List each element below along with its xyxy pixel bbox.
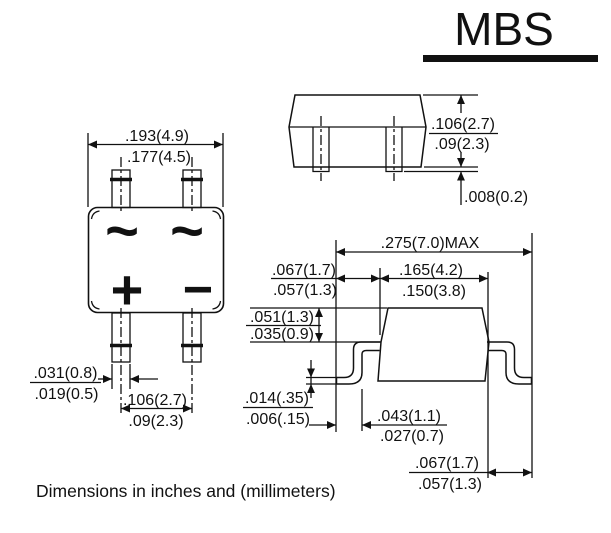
package-body-outline [377, 307, 490, 382]
dim-lead-width-min: .019(0.5) [34, 386, 98, 403]
dim-body-width-max: .193(4.9) [125, 128, 189, 145]
dim-lead-len-left-min: .057(1.3) [273, 282, 337, 299]
gullwing-lead-left [335, 341, 381, 385]
corner-mark [212, 300, 222, 310]
dim-cap-height-min: .035(0.9) [250, 326, 314, 343]
dim-body-width-min: .150(3.8) [402, 283, 466, 300]
dim-lead-len-left-max: .067(1.7) [272, 262, 336, 279]
dim-pitch-max: .106(2.7) [123, 392, 187, 409]
dim-lead-len-right-min: .057(1.3) [418, 476, 482, 493]
dim-lead-len-right-max: .067(1.7) [415, 455, 479, 472]
ac-symbol-left: ~ [105, 199, 139, 264]
dim-lead-thickness-max: .014(.35) [245, 390, 309, 407]
minus-symbol: − [183, 261, 213, 319]
dim-body-width-max: .165(4.2) [399, 262, 463, 279]
dim-lead-width-max: .031(0.8) [33, 365, 97, 382]
dim-overall-width: .275(7.0)MAX [381, 235, 480, 252]
ac-symbol-right: ~ [170, 199, 204, 264]
page-title: MBS [454, 3, 554, 55]
dim-pitch-min: .09(2.3) [128, 413, 183, 430]
top-view: .193(4.9) .177(4.5) ~ ~ + − [30, 128, 225, 430]
dim-lead-thickness-min: .006(.15) [246, 411, 310, 428]
package-body-outline [288, 94, 427, 168]
side-view: .275(7.0)MAX .067(1.7) .057(1.3) .165(4.… [243, 233, 533, 493]
dim-height-min: .09(2.3) [434, 136, 489, 153]
package-body-outline [87, 206, 225, 314]
dim-height-max: .106(2.7) [431, 116, 495, 133]
gullwing-lead-right [487, 341, 533, 385]
end-view: .106(2.7) .09(2.3) .008(0.2) [288, 94, 528, 206]
dim-standoff: .008(0.2) [464, 189, 528, 206]
lead-right [385, 127, 403, 173]
corner-mark [90, 300, 100, 310]
dim-foot-length-min: .027(0.7) [380, 428, 444, 445]
dim-foot-length-max: .043(1.1) [377, 408, 441, 425]
dim-body-width-min: .177(4.5) [127, 149, 191, 166]
title-underline [423, 55, 598, 62]
dim-cap-height-max: .051(1.3) [250, 309, 314, 326]
plus-symbol: + [111, 258, 144, 321]
units-caption: Dimensions in inches and (millimeters) [36, 481, 336, 501]
corner-mark [90, 210, 100, 220]
corner-mark [212, 210, 222, 220]
lead-left [312, 127, 330, 173]
